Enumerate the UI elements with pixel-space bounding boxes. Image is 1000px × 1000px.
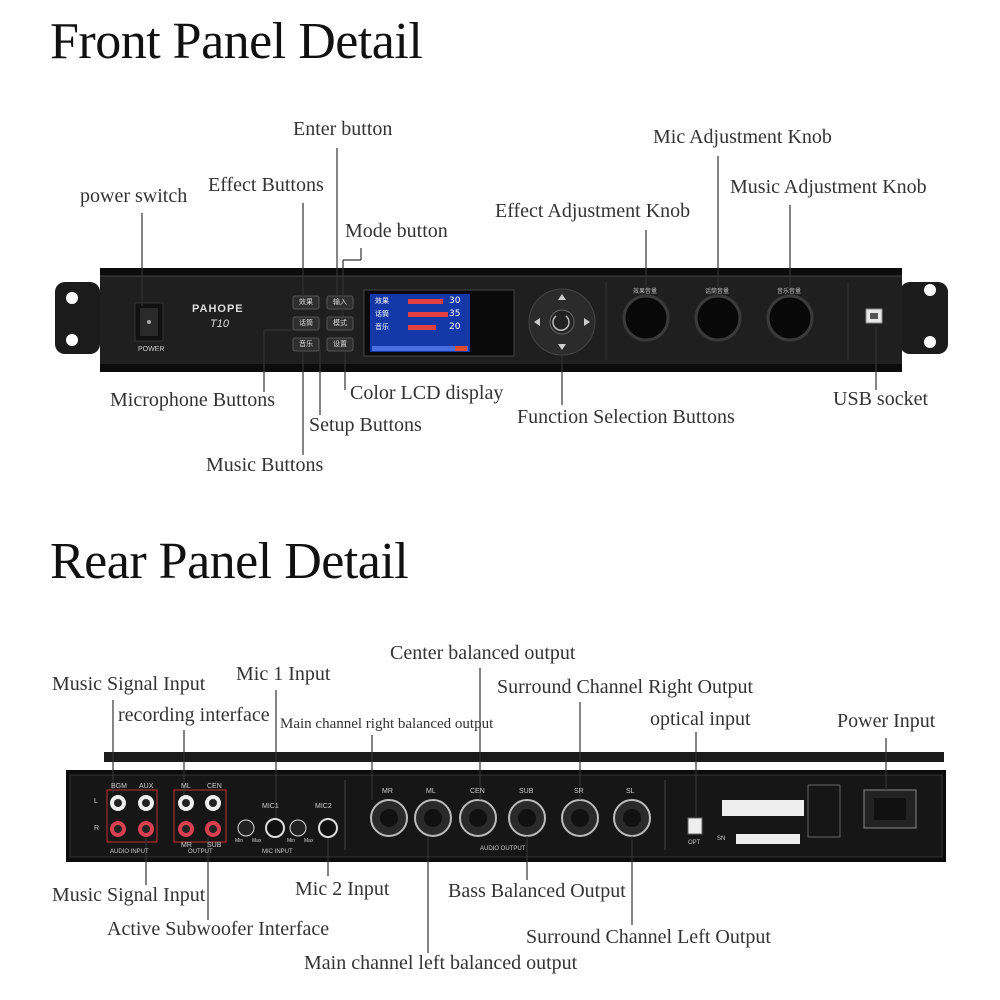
rack-hole-icon: [924, 336, 936, 348]
jack-label: L: [94, 798, 98, 805]
front-rack-ear-left: [55, 282, 100, 354]
jack-label: CEN: [470, 788, 485, 795]
mic-knob-label: 话筒音量: [705, 288, 730, 295]
jack-label: SUB: [207, 842, 222, 849]
effect-knob-label: 效果音量: [633, 288, 658, 295]
power-switch-label: POWER: [138, 346, 165, 353]
front-callout-lines: [141, 148, 877, 455]
jack-label: SUB: [519, 788, 534, 795]
warning-label: [722, 800, 804, 816]
jack-label: Min: [235, 838, 244, 844]
arrow-left-icon: [534, 318, 540, 326]
jack-label: OUTPUT: [188, 849, 213, 855]
jack-label: ML: [181, 783, 191, 790]
jack-label: MIC INPUT: [262, 849, 293, 855]
callout-mic-knob: Mic Adjustment Knob: [653, 126, 832, 148]
music-knob-label: 音乐音量: [777, 288, 802, 295]
callout-active-sub: Active Subwoofer Interface: [107, 918, 330, 940]
jack-label: MIC1: [262, 803, 279, 810]
lcd-row-value: 30: [449, 296, 461, 306]
jack-label: Min: [287, 838, 296, 844]
mode-button[interactable]: 模式: [333, 319, 347, 327]
mic-knob: [694, 294, 742, 342]
lcd-row-label: 效果: [375, 297, 389, 305]
callout-bass-out: Bass Balanced Output: [448, 880, 626, 902]
rack-hole-icon: [66, 292, 78, 304]
callout-main-left: Main channel left balanced output: [304, 952, 578, 974]
jack-label: BGM: [111, 783, 127, 790]
model-label: T10: [210, 318, 229, 330]
callout-microphone-buttons: Microphone Buttons: [110, 389, 275, 411]
front-device: [55, 268, 948, 372]
xlr-jacks: [370, 799, 651, 837]
jack-label: Max: [304, 838, 314, 844]
callout-power-input: Power Input: [837, 710, 936, 732]
jack-label: AUX: [139, 783, 154, 790]
callout-color-lcd: Color LCD display: [350, 382, 504, 404]
rack-hole-icon: [66, 334, 78, 346]
arrow-up-icon: [558, 294, 566, 300]
lcd-row-value: 35: [449, 309, 461, 319]
lcd-row-label: 音乐: [375, 323, 389, 331]
jack-label: AUDIO INPUT: [110, 849, 149, 855]
jack-label: AUDIO OUTPUT: [480, 846, 526, 852]
callout-main-right: Main channel right balanced output: [280, 716, 494, 732]
brand-logo: PAHOPE: [192, 303, 244, 315]
callout-center-out: Center balanced output: [390, 642, 576, 664]
callout-optical-input: optical input: [650, 708, 751, 730]
callout-power-switch: power switch: [80, 185, 188, 207]
callout-surround-right: Surround Channel Right Output: [497, 676, 754, 698]
callout-enter-button: Enter button: [293, 118, 393, 140]
arrow-right-icon: [584, 318, 590, 326]
jack-label: Max: [252, 838, 262, 844]
front-button-grid: [292, 295, 354, 352]
mic-jacks: [237, 818, 338, 838]
arrow-down-icon: [558, 344, 566, 350]
jack-label: MR: [181, 842, 192, 849]
jack-label: SN: [717, 836, 726, 842]
setup-button[interactable]: 设置: [333, 340, 347, 348]
callout-mic1-input: Mic 1 Input: [236, 663, 331, 685]
callout-usb-socket: USB socket: [833, 388, 928, 410]
rear-callout-lines: [112, 668, 887, 953]
jack-label: CEN: [207, 783, 222, 790]
callout-music-signal-input-bottom: Music Signal Input: [52, 884, 206, 906]
callout-mic2-input: Mic 2 Input: [295, 878, 390, 900]
rack-hole-icon: [924, 284, 936, 296]
enter-button[interactable]: 输入: [333, 298, 347, 306]
power-input-socket: [863, 789, 917, 829]
jack-label: SL: [626, 788, 635, 795]
rca-jack-icon: [110, 795, 221, 837]
callout-surround-left: Surround Channel Left Output: [526, 926, 771, 948]
lcd-row-label: 话筒: [375, 310, 389, 318]
callout-music-buttons: Music Buttons: [206, 454, 324, 476]
jack-label: SR: [574, 788, 584, 795]
jack-label: MIC2: [315, 803, 332, 810]
rear-device: [66, 752, 946, 862]
effect-button[interactable]: 效果: [299, 298, 313, 306]
front-panel-title: Front Panel Detail: [50, 13, 423, 70]
jack-label: MR: [382, 788, 393, 795]
jack-label: R: [94, 825, 100, 832]
front-rack-ear-right: [900, 282, 948, 354]
optical-input-jack: [687, 817, 703, 835]
refresh-icon: [552, 315, 570, 331]
callout-music-signal-input-top: Music Signal Input: [52, 673, 206, 695]
callout-effect-knob: Effect Adjustment Knob: [495, 200, 691, 222]
music-knob: [766, 294, 814, 342]
microphone-button[interactable]: 话筒: [299, 319, 313, 327]
callout-music-knob: Music Adjustment Knob: [730, 176, 927, 198]
music-button[interactable]: 音乐: [299, 340, 313, 348]
jack-label: ML: [426, 788, 436, 795]
callout-effect-buttons: Effect Buttons: [208, 174, 324, 196]
callout-recording-interface: recording interface: [118, 704, 270, 726]
callout-mode-button: Mode button: [345, 220, 448, 242]
effect-knob: [622, 294, 670, 342]
callout-function-buttons: Function Selection Buttons: [517, 406, 735, 428]
rear-panel-title: Rear Panel Detail: [50, 533, 409, 590]
callout-setup-buttons: Setup Buttons: [309, 414, 422, 436]
lcd-row-value: 20: [449, 322, 461, 332]
jack-label: OPT: [688, 840, 701, 846]
